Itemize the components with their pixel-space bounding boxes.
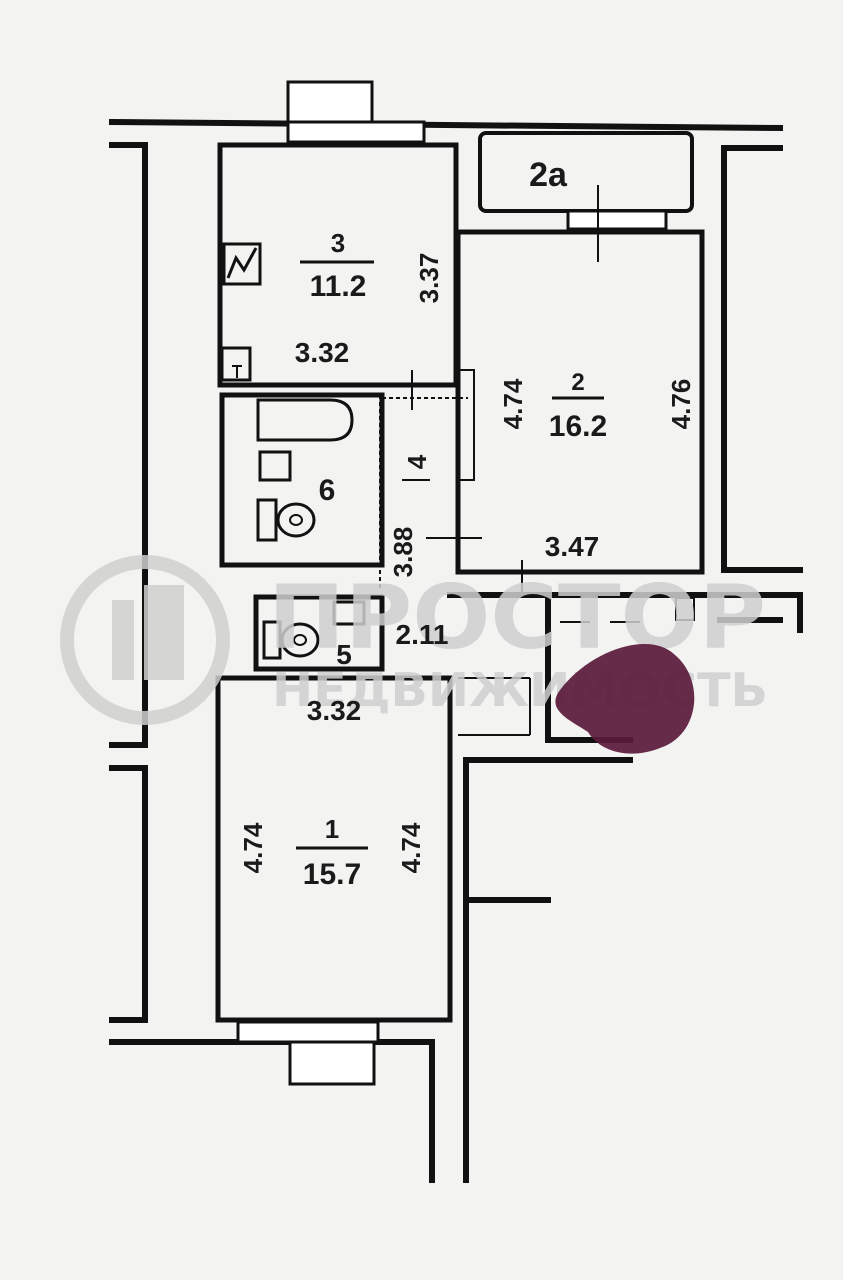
- room-labels: 3 11.2 2 16.2 2a 1 15.7 4 5 6: [296, 156, 607, 891]
- room-2-area: 16.2: [549, 410, 607, 443]
- dimension-labels: 3.32 3.37 4.74 4.76 3.47 3.88 2.11 3.32 …: [238, 253, 696, 874]
- dim-room2-right: 4.76: [666, 379, 696, 430]
- window-bottom: [236, 1020, 380, 1044]
- watermark-brand: ПРОСТОР: [268, 566, 766, 669]
- window-top: [286, 80, 374, 124]
- bathtub-icon: [256, 398, 354, 442]
- room-1-area: 15.7: [303, 858, 361, 891]
- dim-room2-left: 4.74: [498, 378, 528, 429]
- dim-room3-height: 3.37: [414, 253, 444, 304]
- dim-bath-width: 2.11: [396, 619, 449, 650]
- dim-room1-right: 4.74: [396, 822, 426, 873]
- dim-room1-left: 4.74: [238, 822, 268, 873]
- toilet-icon: [256, 498, 316, 542]
- room-1-number: 1: [325, 814, 339, 844]
- stove-icon: [222, 242, 262, 286]
- dim-room2-width: 3.47: [545, 531, 600, 562]
- watermark-logo-ring: [60, 555, 230, 725]
- room-5-number: 5: [336, 639, 352, 670]
- ink-stain: [555, 643, 695, 754]
- wc-toilet-icon: [262, 600, 366, 660]
- dim-corridor-length: 3.88: [388, 527, 418, 578]
- washbasin-icon: [258, 450, 292, 482]
- fixtures: [220, 242, 523, 660]
- room-3-area: 11.2: [310, 270, 367, 303]
- room-3-number: 3: [331, 228, 345, 258]
- room-4-number: 4: [402, 454, 432, 469]
- room-2a-number: 2a: [529, 156, 568, 194]
- sink-icon: [220, 346, 252, 382]
- room-6-number: 6: [319, 474, 336, 507]
- room-2-number: 2: [571, 369, 584, 396]
- dim-room1-top: 3.32: [307, 695, 362, 726]
- dim-room3-width: 3.32: [295, 337, 350, 368]
